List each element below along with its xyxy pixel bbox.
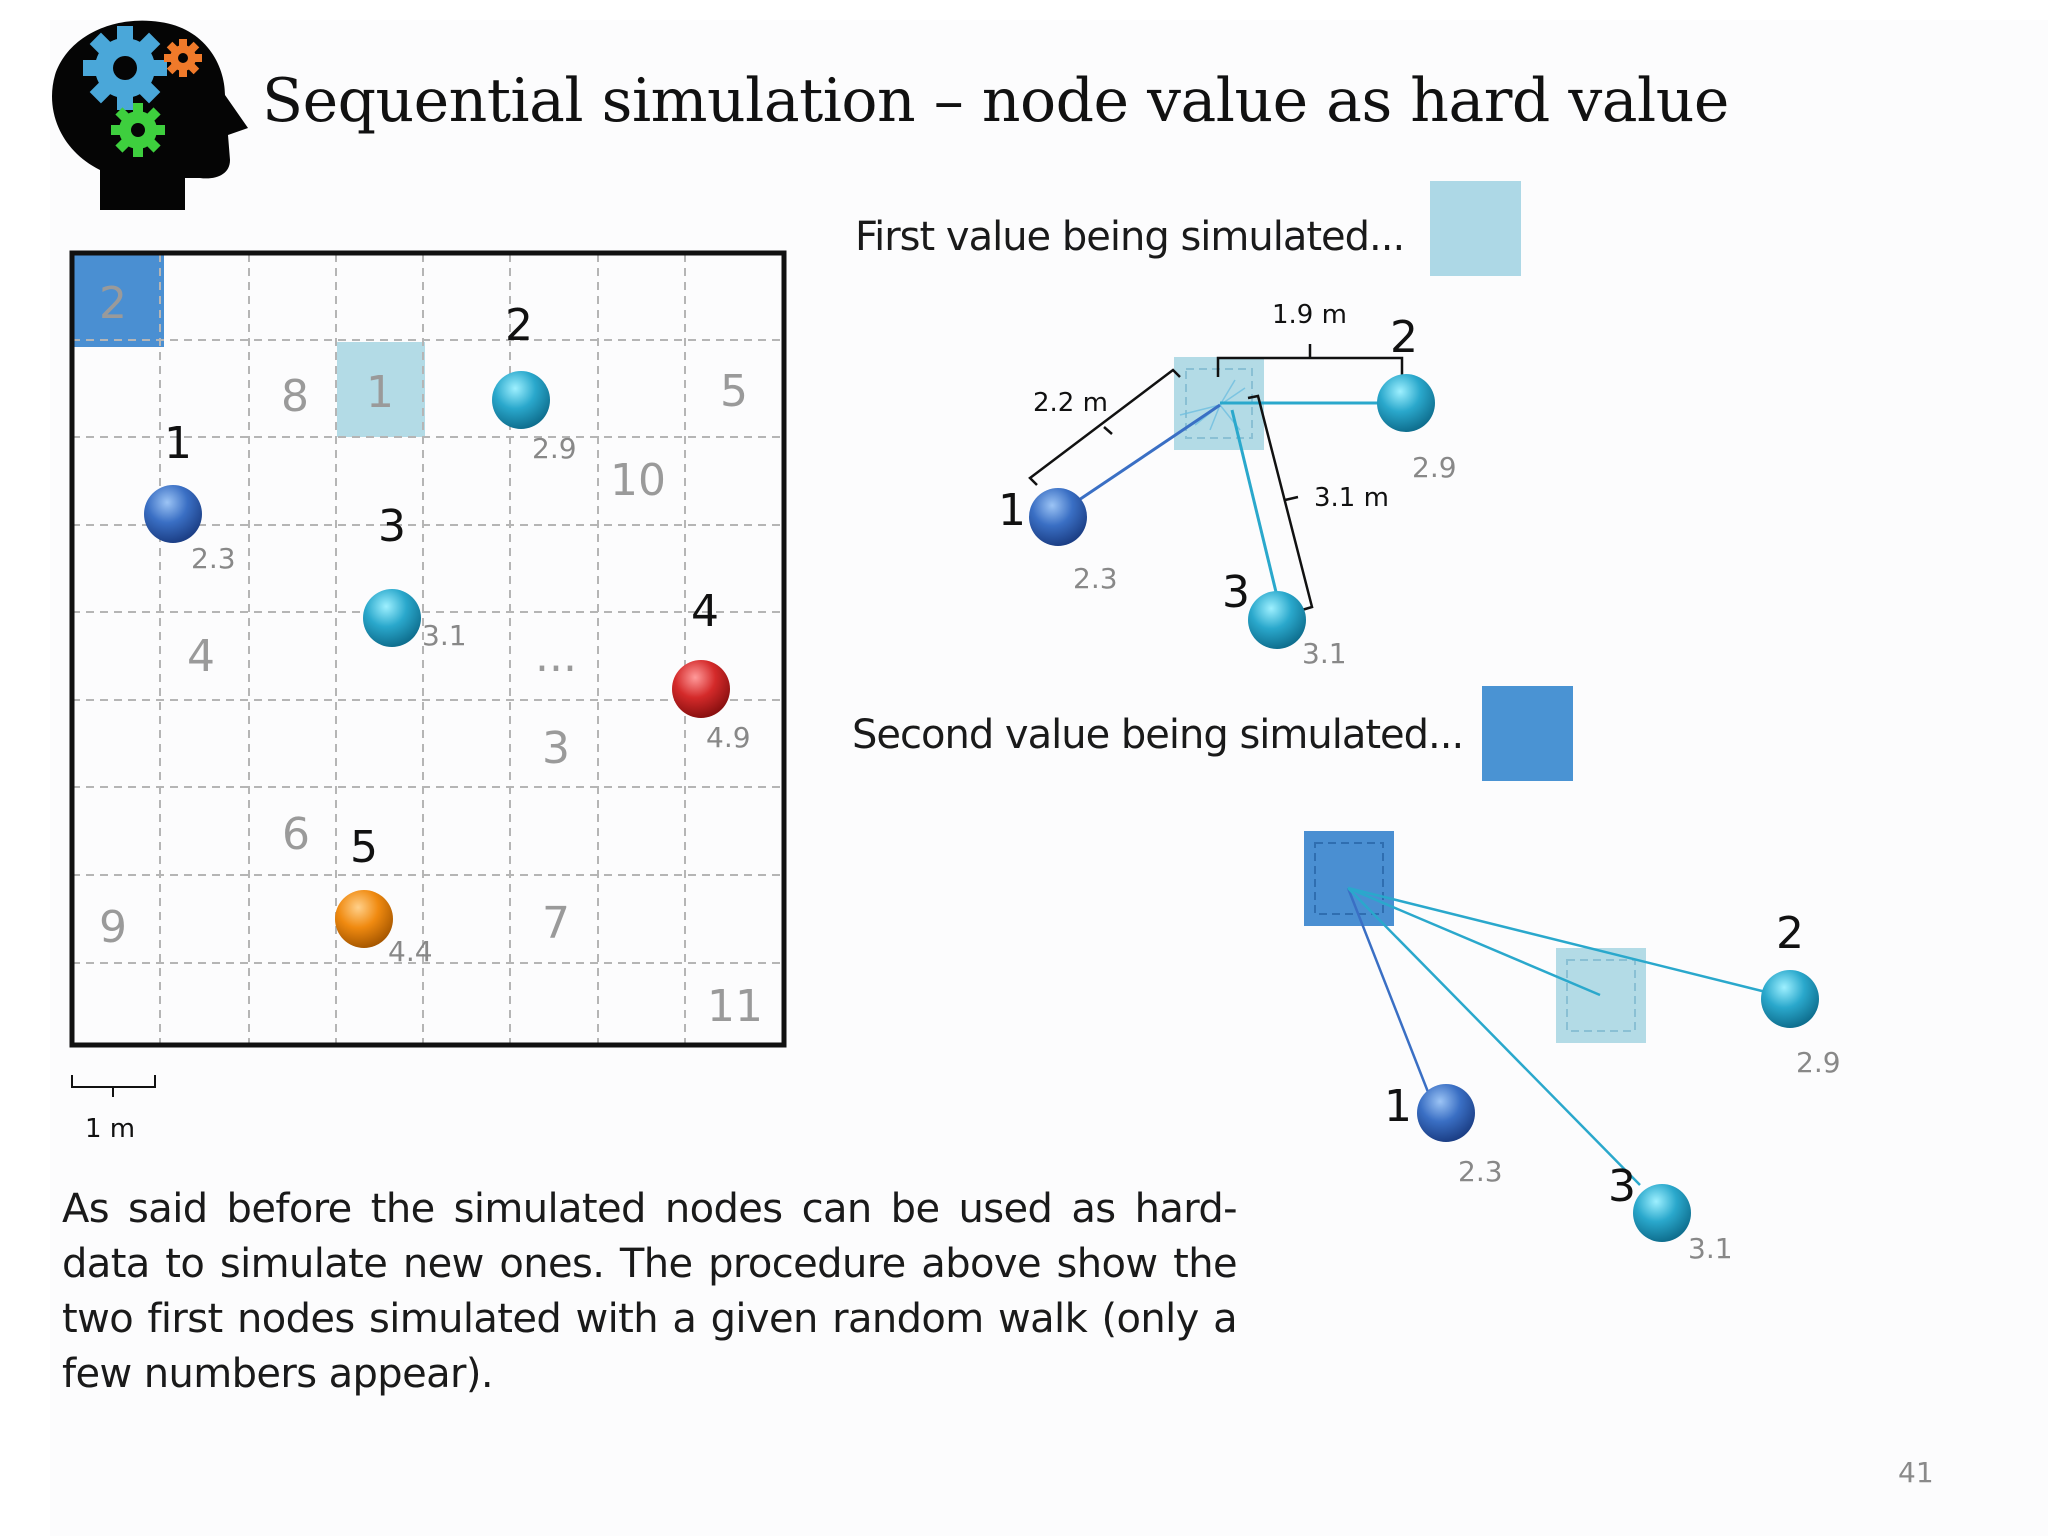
simulation-grid: 2 1 8 5 10 4 ... 3 6 9 7 11 1 2.3 2 2.9 …	[69, 250, 787, 1144]
node-2-ball	[492, 371, 550, 429]
node-3-ball	[1248, 591, 1306, 649]
node-label: 2	[1776, 908, 1804, 959]
node-1-ball	[1029, 488, 1087, 546]
node-2-ball	[1377, 374, 1435, 432]
node-label: 2	[505, 300, 533, 351]
distance-label: 2.2 m	[1033, 388, 1108, 418]
grid-cell-number: 5	[720, 366, 748, 417]
scale-label: 1 m	[85, 1114, 135, 1144]
node-label: 1	[164, 418, 192, 469]
grid-cell-number: 3	[542, 723, 570, 774]
grid-cell-number: 8	[281, 371, 309, 422]
distance-label: 3.1 m	[1314, 483, 1389, 513]
node-3-ball	[1633, 1184, 1691, 1242]
node-label: 3	[378, 501, 406, 552]
slide-title: Sequential simulation – node value as ha…	[262, 66, 1729, 136]
node-2-ball	[1761, 970, 1819, 1028]
node-value: 3.1	[1688, 1232, 1733, 1265]
grid-cell-number: 7	[542, 898, 570, 949]
node-value: 4.9	[706, 721, 751, 754]
page-number: 41	[1898, 1456, 1934, 1489]
node-label: 1	[998, 485, 1026, 536]
node-label: 1	[1384, 1081, 1412, 1132]
node-1-ball	[1417, 1084, 1475, 1142]
node-value: 2.3	[1073, 562, 1118, 595]
node-value: 4.4	[388, 935, 433, 968]
grid-cell-number: 6	[282, 809, 310, 860]
grid-cell-number: 10	[610, 455, 666, 506]
node-label: 3	[1608, 1161, 1636, 1212]
node-1-ball	[144, 485, 202, 543]
node-value: 3.1	[422, 619, 467, 652]
grid-cell-number: 1	[366, 367, 394, 418]
grid-cell-2-fill	[73, 254, 164, 347]
scale-bracket	[71, 1075, 156, 1097]
distance-label: 1.9 m	[1272, 300, 1347, 330]
node-label: 3	[1222, 567, 1250, 618]
node-4-ball	[672, 660, 730, 718]
brain-gears-logo	[52, 20, 248, 210]
node-value: 2.9	[1412, 451, 1457, 484]
grid-cell-number: 9	[99, 902, 127, 953]
node-value: 3.1	[1302, 637, 1347, 670]
node-label: 5	[350, 822, 378, 873]
first-value-diagram: 2.2 m 1.9 m 3.1 m 1 2.3 2 2.9 3 3.1	[998, 300, 1457, 670]
node-value: 2.9	[1796, 1046, 1841, 1079]
node-value: 2.9	[532, 432, 577, 465]
node-value: 2.3	[191, 542, 236, 575]
second-value-legend-square	[1482, 686, 1573, 781]
node-value: 2.3	[1458, 1155, 1503, 1188]
grid-border	[69, 250, 787, 1048]
node-5-ball	[335, 890, 393, 948]
previous-simulated-square	[1556, 948, 1646, 1043]
grid-cell-number: ...	[535, 631, 577, 682]
first-value-heading: First value being simulated...	[855, 214, 1405, 260]
second-target-square	[1304, 831, 1394, 926]
grid-cell-number: 2	[99, 278, 127, 329]
caption-paragraph: As said before the simulated nodes can b…	[62, 1186, 1238, 1397]
second-value-diagram: 1 2.3 2 2.9 3 3.1	[1304, 831, 1841, 1265]
slide-background	[50, 20, 2048, 1536]
grid-cell-number: 11	[707, 981, 763, 1032]
grid-cell-number: 4	[187, 631, 215, 682]
grid-cell-1-fill	[337, 342, 425, 437]
node-3-ball	[363, 589, 421, 647]
node-label: 2	[1390, 312, 1418, 363]
node-label: 4	[691, 586, 719, 637]
second-value-heading: Second value being simulated...	[852, 712, 1464, 758]
first-value-legend-square	[1430, 181, 1521, 276]
